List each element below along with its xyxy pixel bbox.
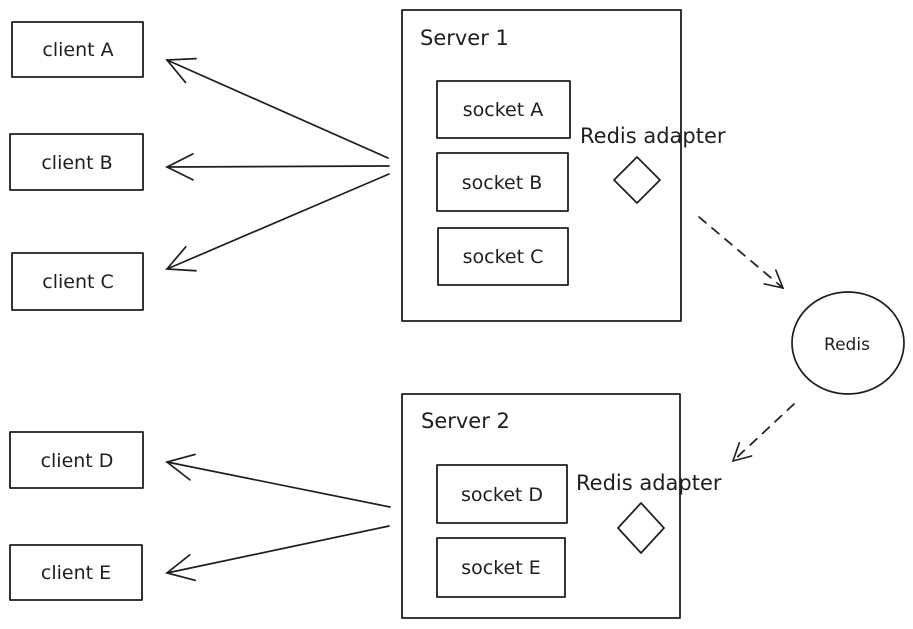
server-1-adapter-label: Redis adapter: [580, 124, 726, 148]
client-b-node: client B: [9, 133, 144, 191]
client-e-node: client E: [9, 544, 143, 601]
socket-e-label: socket E: [461, 557, 540, 579]
socket-a-box: [436, 80, 571, 139]
socket-b-label: socket B: [462, 172, 543, 194]
server-1-title: Server 1: [420, 26, 509, 50]
client-c-node: client C: [11, 252, 144, 311]
server-1-adapter-diamond-icon: [613, 156, 661, 204]
client-b-box: [9, 133, 144, 191]
arrow-server1-to-client-a: [165, 57, 389, 159]
redis-circle: [791, 291, 905, 395]
client-d-label: client D: [41, 450, 114, 472]
arrow-server1-to-client-b: [165, 153, 390, 181]
socket-e-box: [436, 537, 566, 598]
redis-label: Redis: [824, 335, 870, 355]
socket-d-label: socket D: [461, 484, 543, 506]
socket-a-label: socket A: [463, 99, 543, 121]
socket-d-box: [436, 464, 568, 524]
client-d-node: client D: [9, 431, 144, 489]
arrow-server1-to-client-c: [165, 173, 390, 272]
client-c-label: client C: [42, 271, 114, 293]
client-a-box: [11, 21, 144, 78]
client-a-label: client A: [42, 39, 113, 61]
redis-node: Redis: [791, 291, 905, 395]
client-c-box: [11, 252, 144, 311]
client-e-box: [9, 544, 143, 601]
server-2-node: Server 2 socket D socket E Redis adapter: [401, 393, 722, 619]
server-1-node: Server 1 socket A socket B socket C Redi…: [401, 9, 726, 322]
socket-b-box: [436, 152, 569, 212]
socket-c-box: [437, 227, 569, 286]
dashed-arrow-redis-to-adapter2: [731, 403, 795, 463]
socket-c-label: socket C: [463, 246, 544, 268]
client-b-label: client B: [41, 152, 112, 174]
dashed-arrow-adapter1-to-redis: [698, 216, 785, 290]
server-2-title: Server 2: [421, 409, 510, 433]
server-2-adapter-label: Redis adapter: [576, 471, 722, 495]
client-e-label: client E: [41, 562, 111, 584]
arrow-server2-to-client-e: [165, 525, 390, 582]
client-d-box: [9, 431, 144, 489]
client-a-node: client A: [11, 21, 144, 78]
arrow-server2-to-client-d: [165, 453, 391, 508]
server-2-adapter-diamond-icon: [617, 502, 665, 554]
